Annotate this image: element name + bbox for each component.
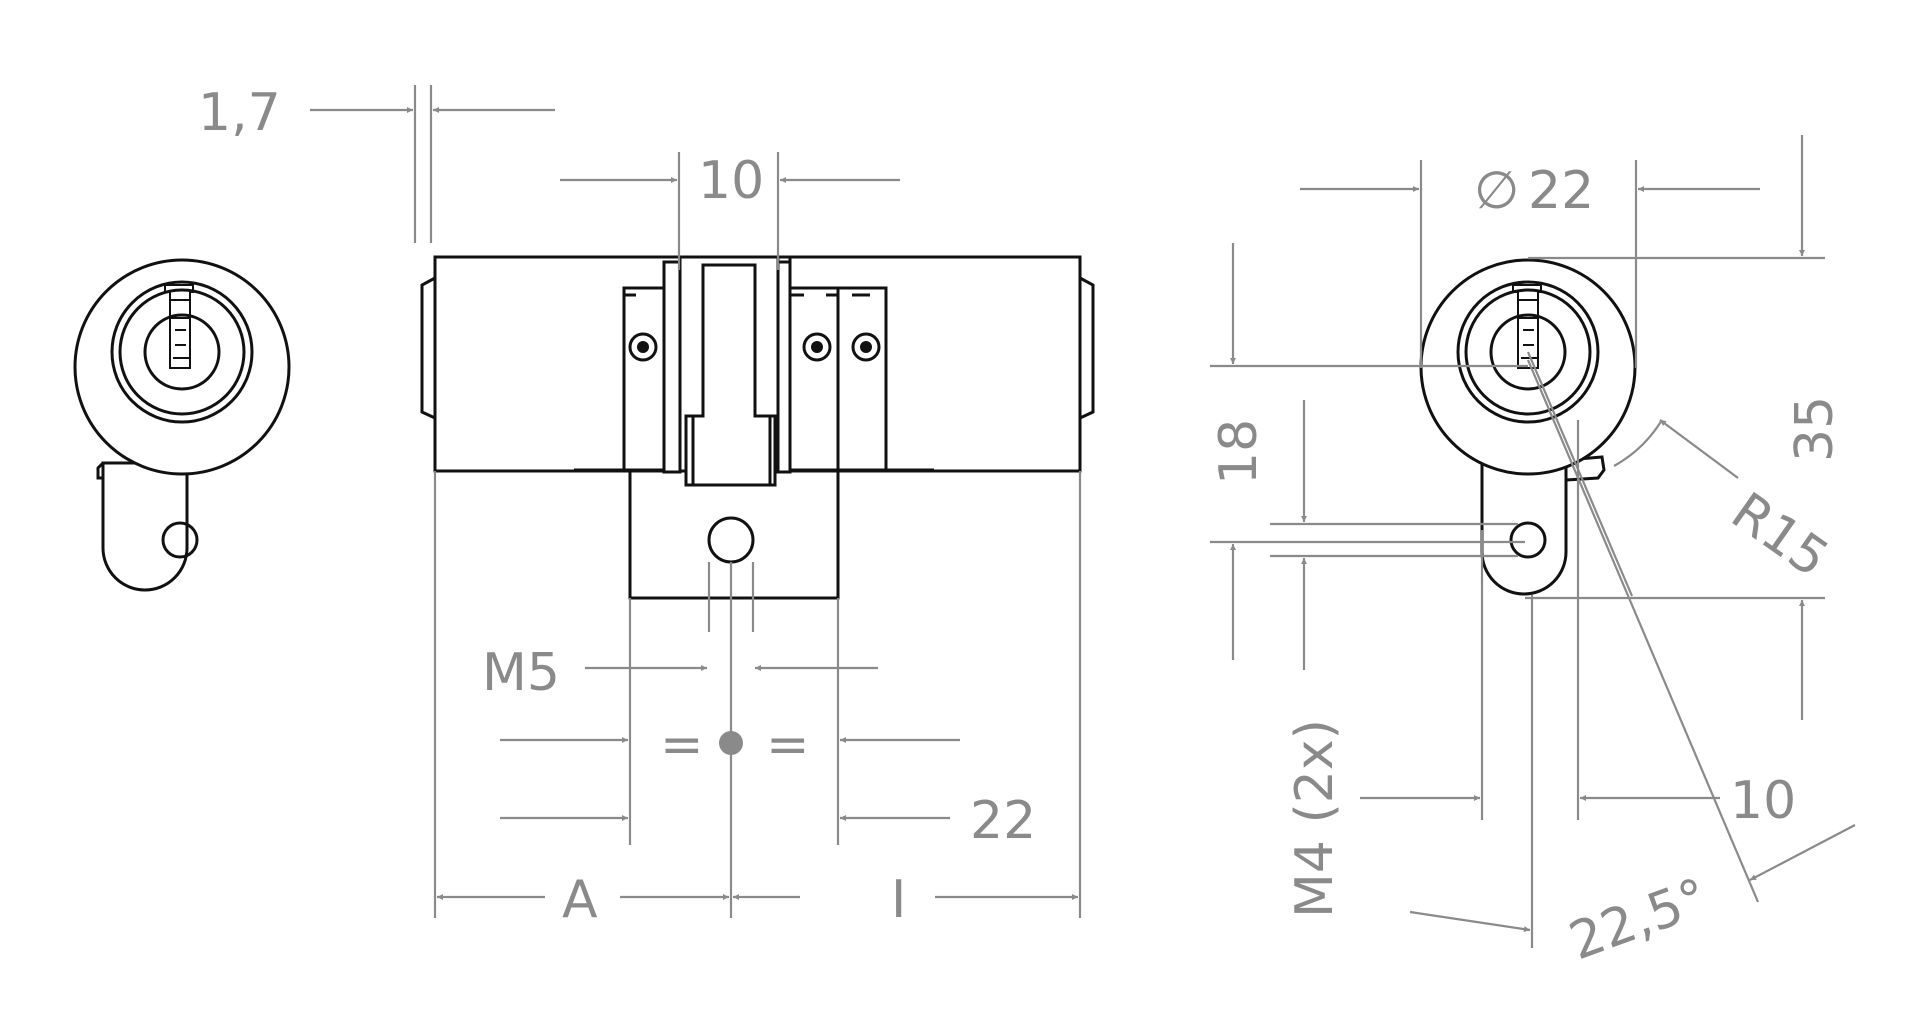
label-side-a: A xyxy=(562,870,598,930)
label-cam-width: 10 xyxy=(698,151,764,211)
label-cam-screw: M5 xyxy=(482,643,560,703)
label-angle: 22,5° xyxy=(1562,867,1716,972)
label-diameter: 22 xyxy=(1528,161,1594,221)
key-slot-left xyxy=(164,284,194,369)
label-height-35: 35 xyxy=(1785,396,1845,462)
label-equal-right: = xyxy=(766,715,810,775)
end-view-right xyxy=(1419,258,1637,596)
label-side-i: I xyxy=(891,870,906,930)
key-slot-right xyxy=(1512,284,1542,369)
label-mount-screws: M4 (2x) xyxy=(1285,719,1345,918)
end-view-left xyxy=(73,258,291,592)
label-radius: R15 xyxy=(1721,481,1839,589)
dimension-lines xyxy=(310,85,1856,948)
label-cam-offset: 10 xyxy=(1730,771,1796,831)
label-offset: 1,7 xyxy=(198,83,281,143)
label-equal-left: = xyxy=(660,715,704,775)
label-height-18: 18 xyxy=(1209,419,1269,485)
diameter-icon: ∅ xyxy=(1474,161,1519,221)
label-dim-22: 22 xyxy=(970,791,1036,851)
side-view-center xyxy=(420,255,1095,600)
